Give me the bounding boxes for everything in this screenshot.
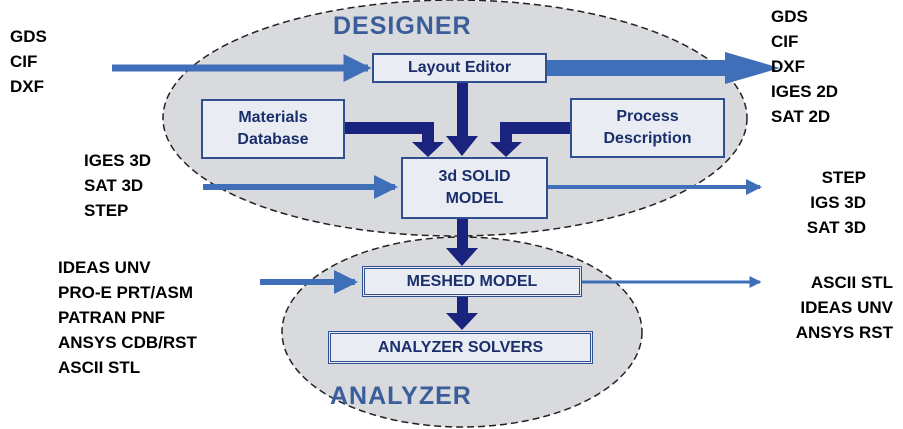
analyzer-solvers-label: ANALYZER SOLVERS (377, 338, 544, 356)
layout-input-formats: GDS CIF DXF (10, 24, 47, 99)
solid-model-line-2: MODEL (445, 190, 504, 207)
format-label: IGES 2D (771, 82, 839, 101)
format-label: IGES 3D (84, 151, 152, 170)
analyzer-title: ANALYZER (330, 382, 472, 410)
meshed-model-box: MESHED MODEL (362, 266, 582, 297)
arrow-materials-to-solid (345, 122, 444, 157)
materials-database-line-1: Materials (238, 109, 308, 126)
format-label: IDEAS UNV (800, 298, 893, 317)
layout-editor-label: Layout Editor (407, 59, 512, 76)
format-label: DXF (10, 77, 44, 96)
format-label: CIF (771, 32, 799, 51)
arrow-mesh-to-solvers (446, 295, 478, 330)
solid-input-formats: IGES 3D SAT 3D STEP (84, 148, 151, 223)
format-label: STEP (84, 201, 129, 220)
process-description-line-1: Process (616, 108, 679, 125)
format-label: SAT 2D (771, 107, 831, 126)
layout-editor-box: Layout Editor (372, 53, 547, 83)
arrow-layout-to-solid (446, 80, 478, 156)
format-label: ANSYS RST (795, 323, 893, 342)
materials-database-box: Materials Database (201, 99, 345, 159)
format-label: ANSYS CDB/RST (58, 333, 197, 352)
process-description-box: Process Description (570, 98, 725, 158)
arrow-output-layout (547, 52, 780, 84)
format-label: ASCII STL (58, 358, 141, 377)
format-label: IGS 3D (810, 193, 866, 212)
designer-ellipse (162, 0, 748, 237)
arrow-process-to-solid (490, 122, 570, 157)
meshed-model-label: MESHED MODEL (406, 272, 538, 290)
analyzer-solvers-box: ANALYZER SOLVERS (328, 331, 593, 364)
solid-model-line-1: 3d SOLID (438, 168, 511, 185)
solid-model-box: 3d SOLID MODEL (401, 157, 548, 219)
format-label: SAT 3D (84, 176, 144, 195)
materials-database-line-2: Database (237, 131, 309, 148)
format-label: GDS (771, 7, 808, 26)
format-label: IDEAS UNV (58, 258, 151, 277)
designer-title: DESIGNER (333, 12, 472, 40)
arrow-solid-to-mesh (446, 219, 478, 266)
format-label: PRO-E PRT/ASM (58, 283, 194, 302)
mesh-input-formats: IDEAS UNV PRO-E PRT/ASM PATRAN PNF ANSYS… (58, 255, 197, 380)
mesh-output-formats: ASCII STL IDEAS UNV ANSYS RST (796, 270, 893, 345)
layout-output-formats: GDS CIF DXF IGES 2D SAT 2D (771, 4, 838, 129)
format-label: STEP (821, 168, 866, 187)
format-label: CIF (10, 52, 38, 71)
format-label: GDS (10, 27, 47, 46)
solid-output-formats: STEP IGS 3D SAT 3D (807, 165, 866, 240)
format-label: ASCII STL (810, 273, 893, 292)
format-label: SAT 3D (806, 218, 866, 237)
format-label: DXF (771, 57, 805, 76)
process-description-line-2: Description (603, 130, 692, 147)
format-label: PATRAN PNF (58, 308, 166, 327)
